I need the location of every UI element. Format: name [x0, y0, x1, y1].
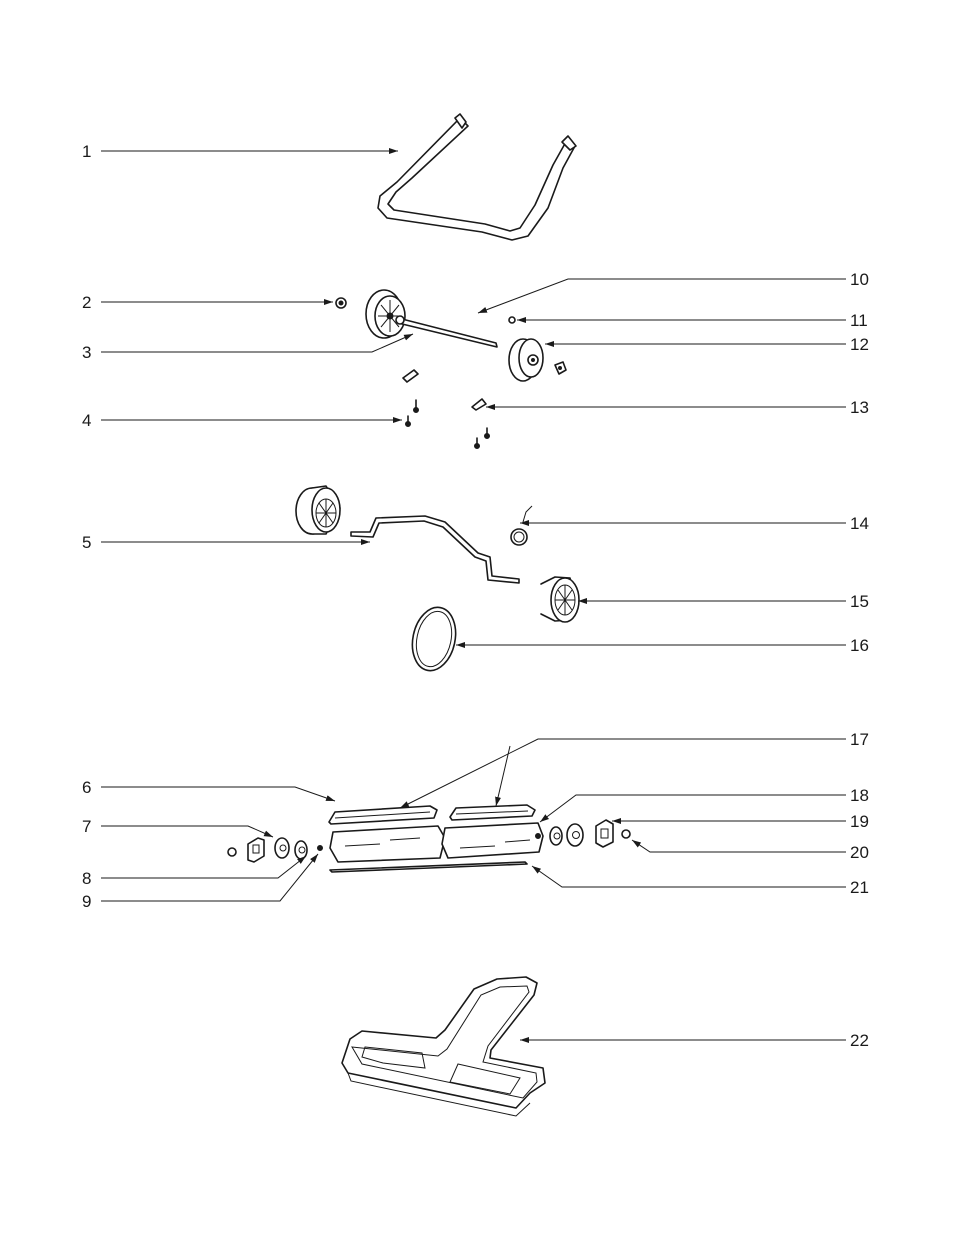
- end-cap-small-part: [555, 362, 566, 374]
- callout-9: 9: [82, 892, 91, 911]
- callout-2: 2: [82, 293, 91, 312]
- callout-19: 19: [850, 812, 869, 831]
- base-plate-part: [342, 977, 545, 1116]
- callout-14: 14: [850, 514, 869, 533]
- callout-1: 1: [82, 142, 91, 161]
- nut-part: [336, 298, 346, 308]
- callout-6: 6: [82, 778, 91, 797]
- axle-clamp-left-part: [403, 370, 418, 382]
- callout-17: 17: [850, 730, 869, 749]
- callout-16: 16: [850, 636, 869, 655]
- callout-12: 12: [850, 335, 869, 354]
- callout-18: 18: [850, 786, 869, 805]
- callout-7: 7: [82, 817, 91, 836]
- axle-rod-part: [396, 316, 497, 347]
- brush-strip-left-part: [329, 806, 437, 824]
- callout-5: 5: [82, 533, 91, 552]
- leader-lines: [101, 151, 846, 1040]
- handle-bail-part: [378, 114, 576, 240]
- callout-labels: 1 2 3 4 5 6 7 8 9 10 11 12 13 14 15 16 1…: [82, 142, 869, 1050]
- left-endcap-parts: [228, 838, 323, 862]
- callout-13: 13: [850, 398, 869, 417]
- axle-clamp-right-part: [472, 399, 486, 410]
- shaft-part: [330, 862, 527, 872]
- rear-wheel-right-part: [509, 339, 543, 381]
- front-wheel-right-part: [541, 577, 579, 622]
- drive-belt-part: [407, 603, 461, 674]
- spring-part: [511, 506, 532, 545]
- callout-8: 8: [82, 869, 91, 888]
- height-adjust-rod-part: [351, 516, 519, 583]
- callout-22: 22: [850, 1031, 869, 1050]
- callout-15: 15: [850, 592, 869, 611]
- callout-21: 21: [850, 878, 869, 897]
- retainer-clip-part: [509, 317, 515, 323]
- callout-20: 20: [850, 843, 869, 862]
- brushroll-body-part: [330, 823, 543, 862]
- brush-strip-right-part: [450, 805, 535, 820]
- rear-wheel-left-part: [366, 290, 405, 338]
- right-endcap-parts: [536, 820, 631, 847]
- callout-10: 10: [850, 270, 869, 289]
- callout-3: 3: [82, 343, 91, 362]
- callout-4: 4: [82, 411, 91, 430]
- callout-11: 11: [850, 311, 868, 330]
- front-wheel-left-part: [296, 486, 340, 534]
